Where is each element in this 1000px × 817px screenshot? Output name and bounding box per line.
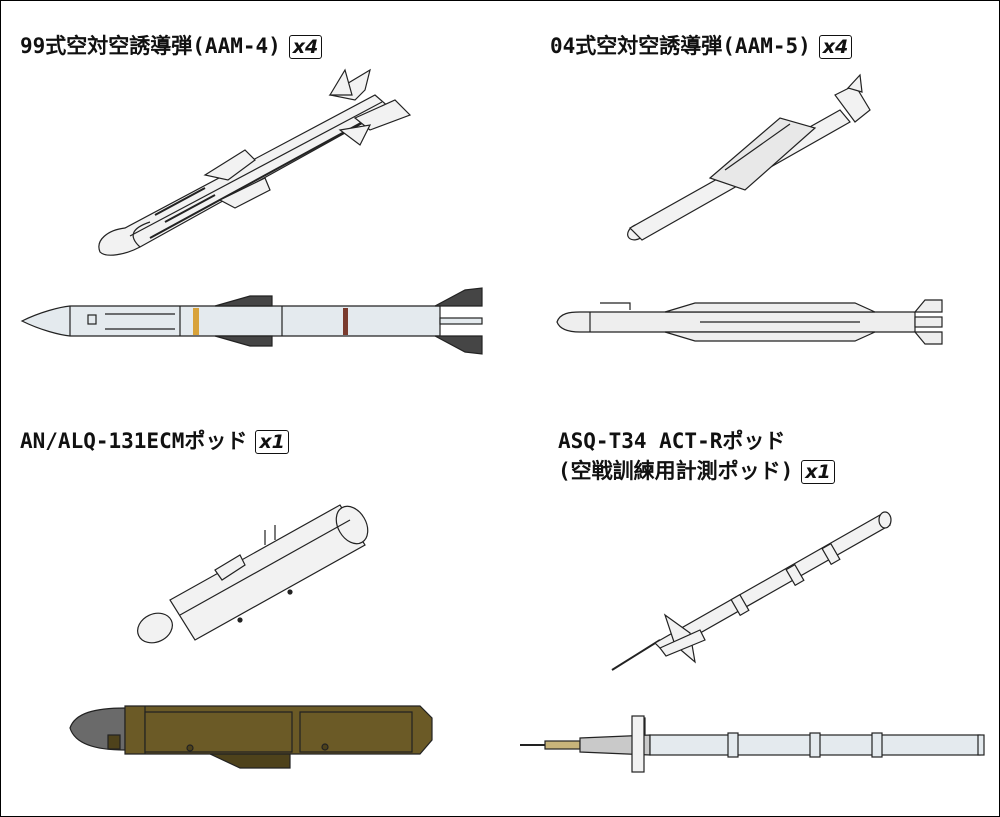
title-actr-pod: ASQ-T34 ACT-Rポッド (空戦訓練用計測ポッド) x1 <box>558 428 835 485</box>
aam4-perspective <box>98 68 412 256</box>
title-aam5-text: 04式空対空誘導弾(AAM-5) <box>550 34 811 58</box>
actr-pod-side <box>520 715 985 773</box>
aam5-perspective <box>627 73 871 241</box>
ecm-pod-perspective <box>137 504 369 644</box>
actr-pod-perspective <box>611 511 892 671</box>
aam4-side <box>20 287 483 355</box>
quantity-badge-actr: x1 <box>801 460 835 485</box>
title-aam4: 99式空対空誘導弾(AAM-4) x4 <box>20 33 323 59</box>
title-aam4-text: 99式空対空誘導弾(AAM-4) <box>20 34 281 58</box>
title-actr-line2: (空戦訓練用計測ポッド) <box>558 459 794 484</box>
title-actr-line1: ASQ-T34 ACT-Rポッド <box>558 429 786 453</box>
title-ecm-pod: AN/ALQ-131ECMポッド x1 <box>20 428 289 454</box>
aam5-side <box>556 299 943 345</box>
quantity-badge-aam4: x4 <box>288 35 323 59</box>
quantity-badge-ecm: x1 <box>255 430 289 454</box>
title-ecm-pod-text: AN/ALQ-131ECMポッド <box>20 429 248 453</box>
quantity-badge-aam5: x4 <box>818 35 853 59</box>
title-aam5: 04式空対空誘導弾(AAM-5) x4 <box>550 33 853 59</box>
ecm-pod-side <box>69 705 433 769</box>
